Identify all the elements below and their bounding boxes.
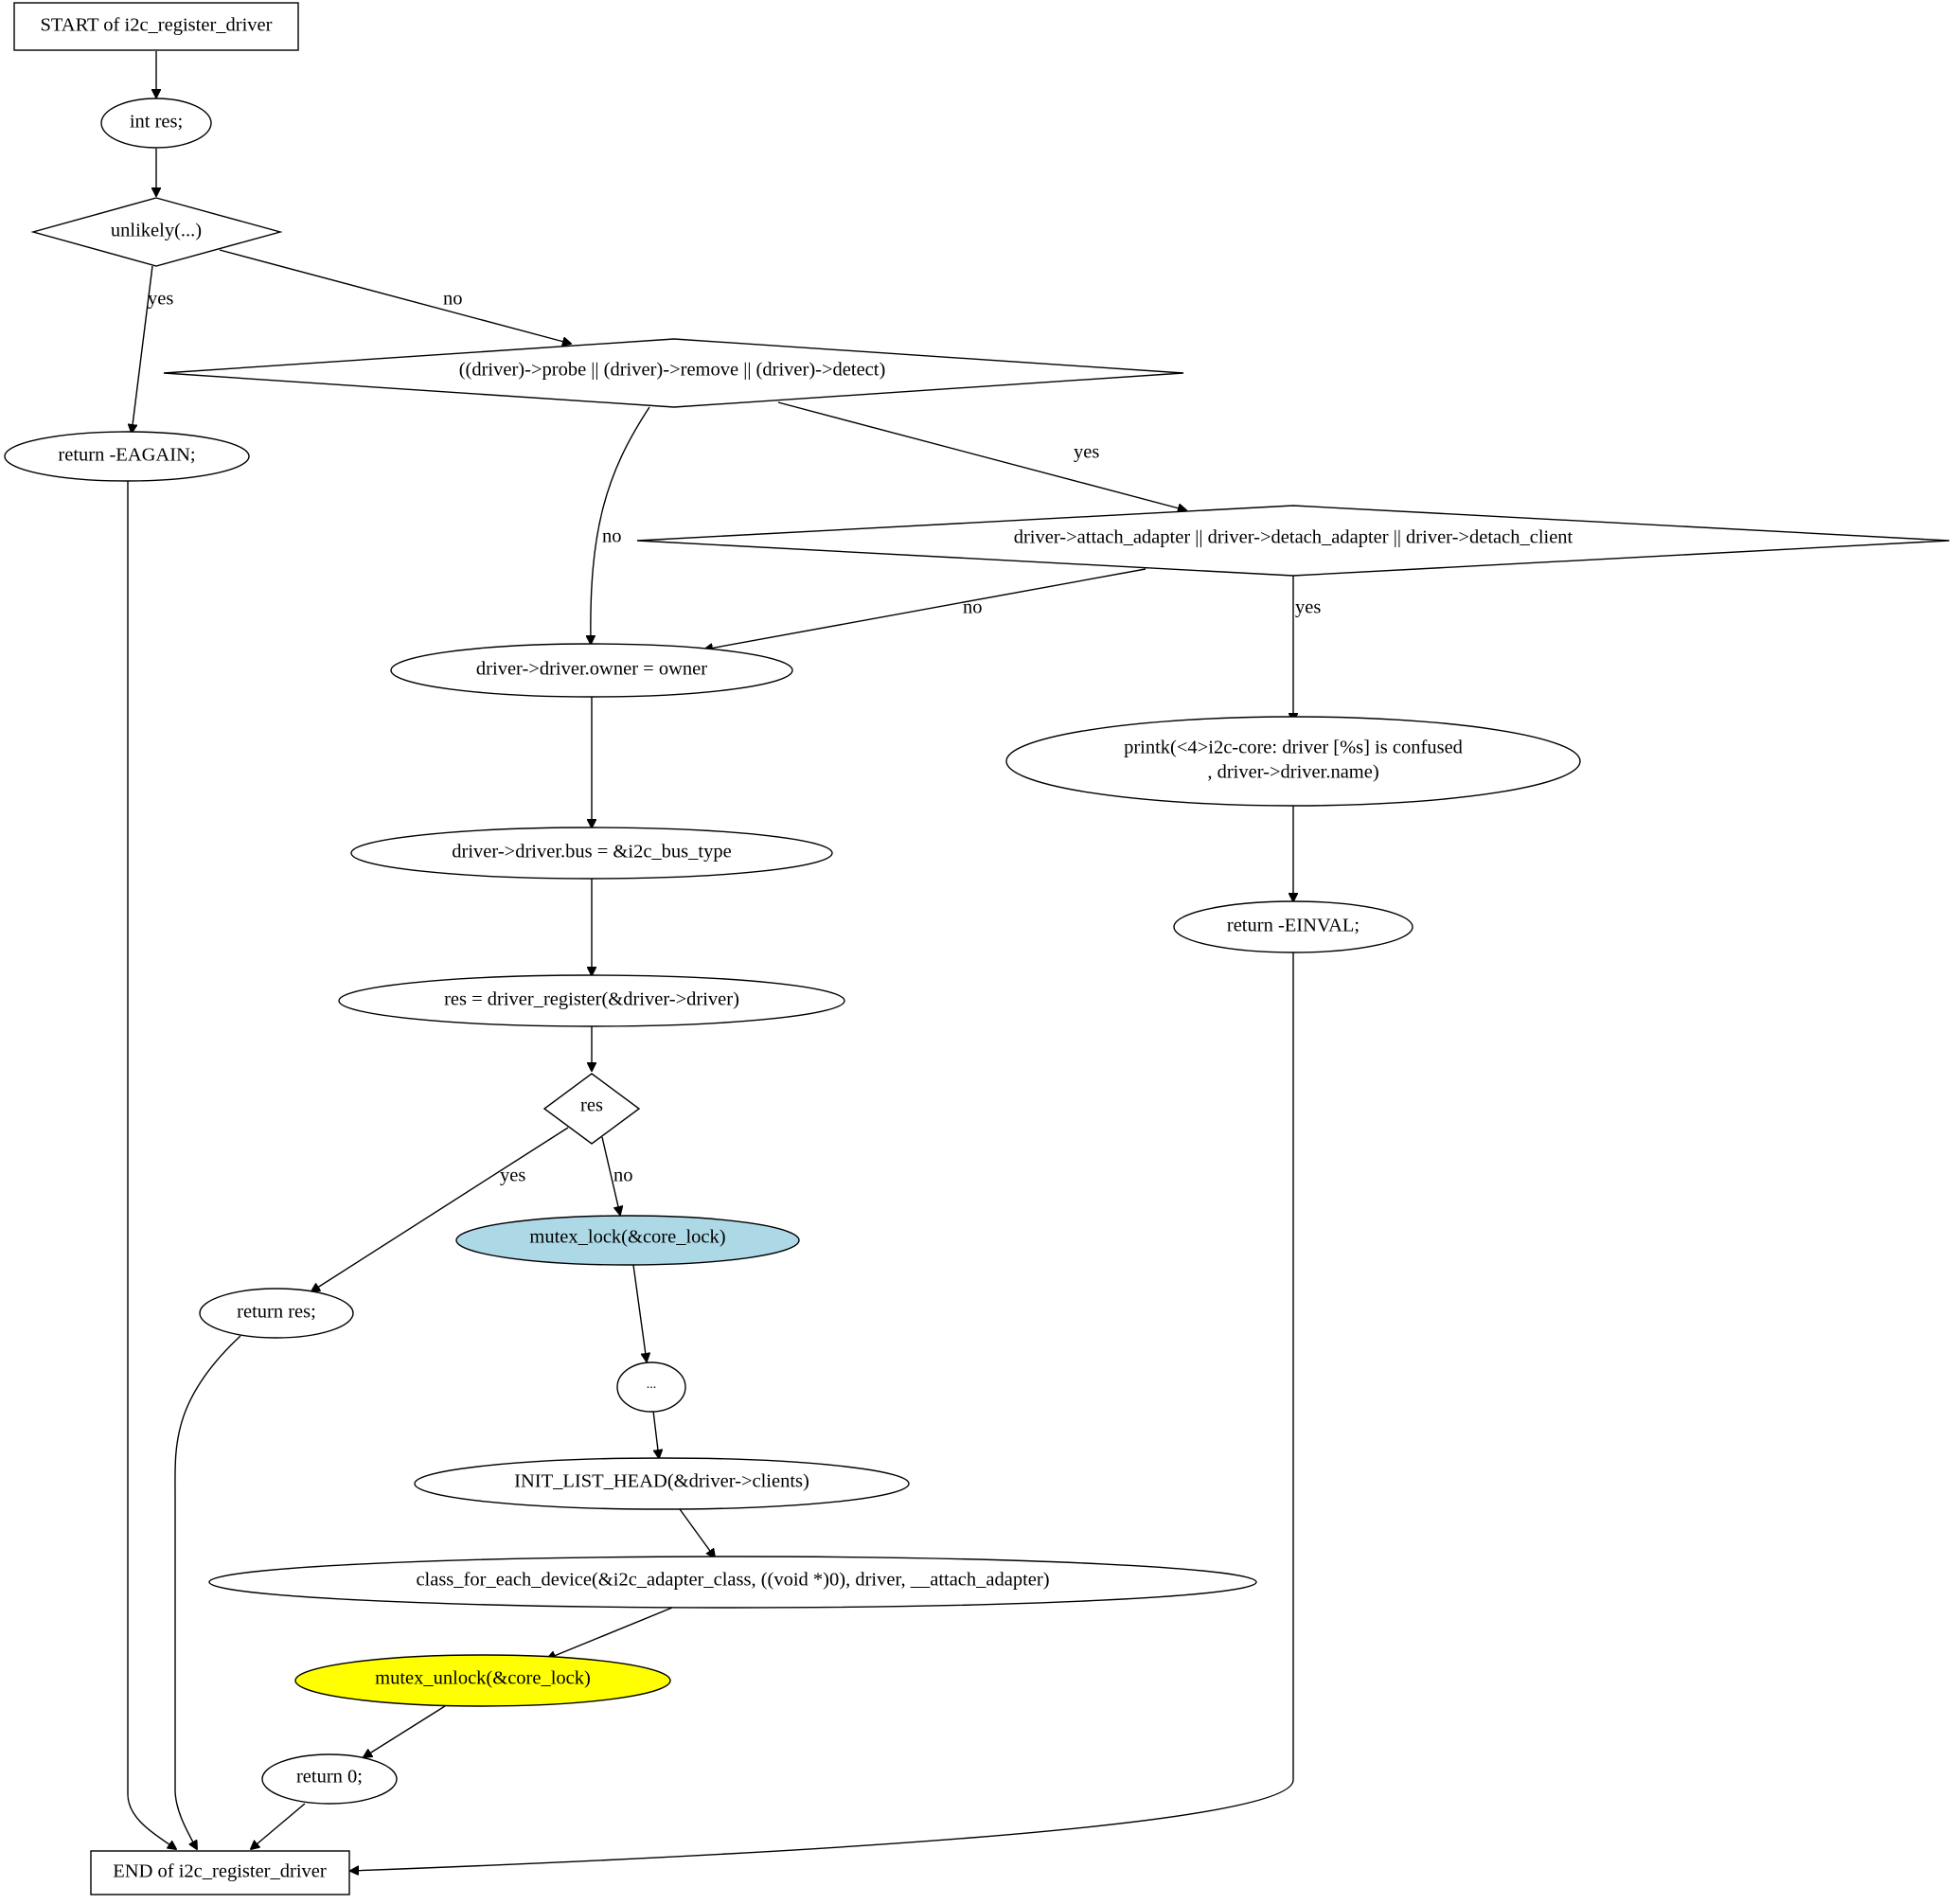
class-for-each-ellipse [208,1556,1257,1609]
node-return-eagain: return -EAGAIN; [4,431,250,482]
attach-check-diamond [636,505,1950,577]
owner-ellipse [390,643,793,698]
attach-check-label: driver->attach_adapter || driver->detach… [1014,527,1573,548]
return-eagain-label: return -EAGAIN; [58,445,195,466]
edge-label-unlikely-yes: yes [148,289,173,310]
edge-label-unlikely-no: no [443,289,463,310]
init-list-ellipse [414,1457,910,1510]
edge-eagain-to-end [127,481,176,1849]
node-ellipsis: ... [616,1361,686,1413]
edge-return-0-to-end [251,1803,306,1849]
printk-label-line1: printk(<4>i2c-core: driver [%s] is confu… [1124,738,1463,758]
ellipsis-label: ... [647,1378,657,1392]
printk-ellipse [1005,716,1581,807]
res-check-label: res [580,1095,603,1116]
start-box [13,2,299,51]
init-list-label: INIT_LIST_HEAD(&driver->clients) [514,1471,809,1492]
edge-label-res-yes: yes [500,1166,525,1186]
edge-label-res-no: no [613,1166,633,1186]
node-int-res: int res; [100,98,212,149]
return-einval-ellipse [1173,900,1413,953]
node-return-einval: return -EINVAL; [1173,900,1413,953]
node-mutex-unlock: mutex_unlock(&core_lock) [294,1654,671,1707]
return-0-ellipse [261,1753,398,1805]
node-unlikely: unlikely(...) [30,197,283,267]
end-box [90,1850,350,1895]
edge-init-list-to-class-for-each [679,1508,715,1557]
edge-unlikely-no [219,249,571,344]
probe-check-diamond [163,338,1184,408]
register-ellipse [338,974,845,1027]
node-return-0: return 0; [261,1753,398,1805]
edge-probe-no [591,406,650,644]
unlikely-label: unlikely(...) [111,221,202,241]
node-owner: driver->driver.owner = owner [390,643,793,698]
printk-label-line2: , driver->driver.name) [1207,762,1378,783]
node-return-res: return res; [199,1288,354,1339]
node-probe-check: ((driver)->probe || (driver)->remove || … [163,338,1184,408]
start-label: START of i2c_register_driver [41,15,273,36]
return-eagain-ellipse [4,431,250,482]
mutex-unlock-ellipse [294,1654,671,1707]
edge-attach-no [704,568,1146,649]
edge-mutex-unlock-to-return-0 [364,1705,446,1757]
node-mutex-lock: mutex_lock(&core_lock) [455,1215,800,1266]
edge-res-yes [311,1127,569,1291]
node-register: res = driver_register(&driver->driver) [338,974,845,1027]
node-res-check: res [542,1073,641,1145]
node-attach-check: driver->attach_adapter || driver->detach… [636,505,1950,577]
edge-class-for-each-to-mutex-unlock [547,1607,673,1659]
edge-label-probe-yes: yes [1074,442,1099,463]
ellipsis-ellipse [616,1361,686,1413]
edge-return-res-to-end [174,1335,241,1849]
bus-ellipse [350,827,833,880]
node-start: START of i2c_register_driver [13,2,299,51]
edge-labels: yes no no yes no yes yes no [148,289,1321,1186]
return-res-ellipse [199,1288,354,1339]
end-label: END of i2c_register_driver [113,1861,327,1882]
node-init-list: INIT_LIST_HEAD(&driver->clients) [414,1457,910,1510]
edge-einval-to-end [350,952,1294,1871]
res-check-diamond [542,1073,641,1145]
edges [127,51,1294,1871]
unlikely-diamond [30,197,283,267]
mutex-lock-label: mutex_lock(&core_lock) [529,1227,725,1248]
edge-ellipsis-to-init-list [652,1410,659,1458]
edge-unlikely-yes [132,265,153,433]
return-einval-label: return -EINVAL; [1227,916,1360,936]
register-label: res = driver_register(&driver->driver) [444,989,739,1010]
node-end: END of i2c_register_driver [90,1850,350,1895]
int-res-label: int res; [130,112,183,133]
node-printk: printk(<4>i2c-core: driver [%s] is confu… [1005,716,1581,807]
probe-check-label: ((driver)->probe || (driver)->remove || … [459,360,886,381]
class-for-each-label: class_for_each_device(&i2c_adapter_class… [416,1570,1049,1591]
edge-mutex-lock-to-ellipsis [632,1264,647,1361]
return-res-label: return res; [237,1302,316,1323]
int-res-ellipse [100,98,212,149]
mutex-unlock-label: mutex_unlock(&core_lock) [375,1668,591,1689]
edge-res-no [601,1136,620,1215]
bus-label: driver->driver.bus = &i2c_bus_type [452,842,731,863]
edge-label-attach-yes: yes [1295,597,1321,618]
owner-label: driver->driver.owner = owner [476,659,707,680]
edge-probe-yes [777,401,1186,510]
node-bus: driver->driver.bus = &i2c_bus_type [350,827,833,880]
mutex-lock-ellipse [455,1215,800,1266]
node-class-for-each: class_for_each_device(&i2c_adapter_class… [208,1556,1257,1609]
return-0-label: return 0; [296,1767,363,1788]
edge-label-probe-no: no [602,526,622,547]
edge-label-attach-no: no [963,597,983,618]
